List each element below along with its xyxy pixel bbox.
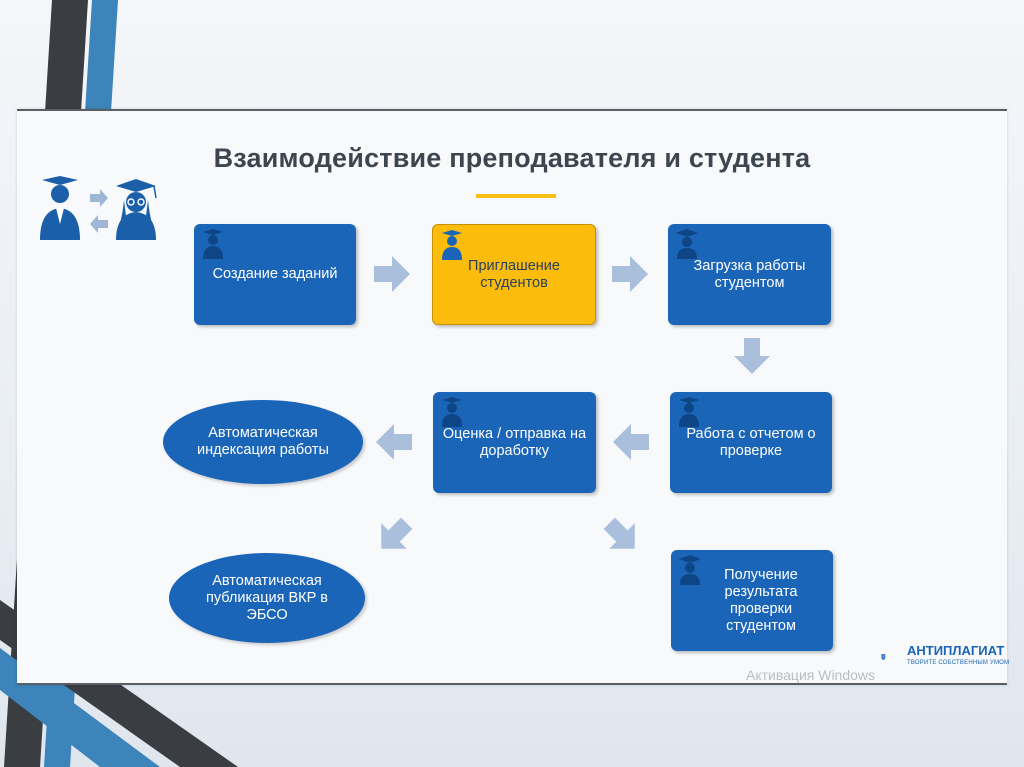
node-invite-students-label: Приглашение студентов bbox=[468, 257, 560, 291]
teacher-icon bbox=[203, 229, 223, 259]
ellipse-auto-indexing: Автоматическая индексация работы bbox=[163, 400, 363, 484]
arrow-icon bbox=[603, 517, 635, 549]
node-report-work: Работа с отчетом о проверке bbox=[670, 392, 832, 493]
node-grade-return-label: Оценка / отправка на доработку bbox=[442, 425, 587, 459]
windows-activation-watermark: Активация Windows bbox=[746, 667, 876, 683]
arrow-icon bbox=[734, 338, 770, 374]
logo-tagline: ТВОРИТЕ СОБСТВЕННЫМ УМОМ bbox=[907, 660, 1010, 666]
arrow-icon bbox=[613, 424, 649, 460]
title-underline bbox=[476, 194, 556, 198]
arrow-icon bbox=[381, 517, 413, 549]
teacher-student-icon bbox=[40, 176, 157, 240]
node-create-tasks-label: Создание заданий bbox=[212, 266, 338, 282]
arrow-icon bbox=[374, 256, 410, 292]
ellipse-auto-publication-label: Автоматическая публикация ВКР в ЭБСО bbox=[205, 572, 328, 623]
student-icon bbox=[676, 229, 698, 259]
node-create-tasks: Создание заданий bbox=[194, 224, 356, 325]
arrow-icon bbox=[612, 256, 648, 292]
logo-name: АНТИПЛАГИАТ bbox=[907, 643, 1005, 658]
node-grade-return: Оценка / отправка на доработку bbox=[433, 392, 596, 493]
page-title: Взаимодействие преподавателя и студента bbox=[213, 143, 811, 173]
teacher-icon bbox=[442, 230, 462, 260]
node-receive-result: Получение результата проверки студентом bbox=[671, 550, 833, 651]
node-upload-work: Загрузка работы студентом bbox=[668, 224, 831, 325]
antiplagiat-logo bbox=[881, 654, 886, 660]
node-report-work-label: Работа с отчетом о проверке bbox=[686, 425, 816, 459]
node-invite-students: Приглашение студентов bbox=[432, 224, 596, 325]
teacher-icon bbox=[442, 397, 462, 427]
teacher-icon bbox=[679, 397, 699, 427]
student-icon bbox=[679, 555, 701, 585]
node-receive-result-label: Получение результата проверки студентом bbox=[724, 566, 798, 634]
arrow-icon bbox=[376, 424, 412, 460]
ellipse-auto-publication: Автоматическая публикация ВКР в ЭБСО bbox=[169, 553, 365, 643]
ellipse-auto-indexing-label: Автоматическая индексация работы bbox=[197, 425, 329, 458]
node-upload-work-label: Загрузка работы студентом bbox=[693, 257, 806, 291]
